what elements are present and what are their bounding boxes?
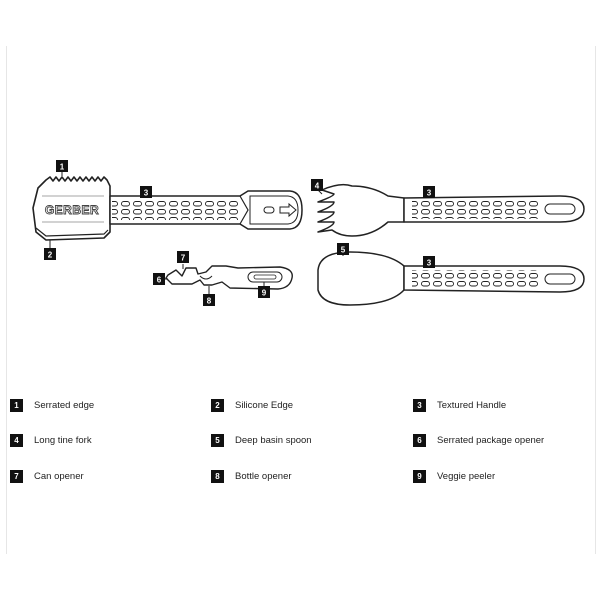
legend-item-can-opener: 7 Can opener <box>10 469 84 483</box>
legend-item-serrated-edge: 1 Serrated edge <box>10 398 94 412</box>
gerber-logo: GERBER <box>45 203 99 217</box>
svg-text:8: 8 <box>207 297 212 306</box>
legend-label: Bottle opener <box>235 470 292 482</box>
legend-item-long-tine-fork: 4 Long tine fork <box>10 433 92 447</box>
opener-tool <box>165 265 293 290</box>
svg-text:1: 1 <box>60 163 65 172</box>
spatula-tool: GERBER <box>32 176 303 241</box>
callout-9: 9 <box>258 282 270 298</box>
legend-label: Silicone Edge <box>235 399 294 411</box>
legend-number: 1 <box>10 398 23 412</box>
svg-text:9: 9 <box>262 289 267 298</box>
arrow-icon <box>279 202 297 218</box>
handle-end-cap <box>249 195 299 225</box>
diagram-frame <box>6 46 596 554</box>
handle-slot <box>263 206 275 214</box>
peeler-slot <box>247 271 283 283</box>
fork-tool <box>317 183 585 237</box>
legend-number: 5 <box>211 433 224 447</box>
spatula-head: GERBER <box>32 176 111 241</box>
callout-2: 2 <box>44 240 56 260</box>
callout-6: 6 <box>153 273 168 285</box>
legend-label: Deep basin spoon <box>235 434 312 446</box>
callout-1: 1 <box>56 160 68 176</box>
handle-texture-area <box>412 270 540 288</box>
svg-text:5: 5 <box>341 246 346 255</box>
svg-text:3: 3 <box>427 259 432 268</box>
legend-item-bottle-opener: 8 Bottle opener <box>211 469 292 483</box>
legend-number: 3 <box>413 398 426 412</box>
legend-label: Veggie peeler <box>437 470 496 482</box>
svg-text:2: 2 <box>48 251 53 260</box>
callout-3-spoon: 3 <box>423 256 435 268</box>
bottle-opener-notch <box>199 275 213 280</box>
svg-text:3: 3 <box>427 189 432 198</box>
legend-number: 6 <box>413 433 426 447</box>
callout-4: 4 <box>311 179 323 195</box>
legend-item-deep-basin-spoon: 5 Deep basin spoon <box>211 433 312 447</box>
callout-5: 5 <box>337 243 349 256</box>
spoon-tool <box>317 251 585 306</box>
legend-label: Textured Handle <box>437 399 507 411</box>
svg-text:3: 3 <box>144 189 149 198</box>
legend-label: Serrated edge <box>34 399 95 411</box>
handle-texture-area <box>412 201 540 219</box>
legend-item-textured-handle: 3 Textured Handle <box>413 398 506 412</box>
callout-3: 3 <box>140 186 152 198</box>
legend-label: Serrated package opener <box>437 434 545 446</box>
legend-item-silicone-edge: 2 Silicone Edge <box>211 398 293 412</box>
legend-number: 7 <box>10 469 23 483</box>
legend-number: 2 <box>211 398 224 412</box>
legend-number: 9 <box>413 469 426 483</box>
serrated-edge <box>32 176 111 241</box>
handle-slot <box>544 273 576 285</box>
svg-text:6: 6 <box>157 276 162 285</box>
legend-number: 4 <box>10 433 23 447</box>
callout-7: 7 <box>177 251 189 269</box>
handle-texture-area <box>112 200 238 220</box>
legend-item-veggie-peeler: 9 Veggie peeler <box>413 469 495 483</box>
fork-head <box>317 183 405 237</box>
silicone-edge <box>35 227 109 237</box>
legend-label: Long tine fork <box>34 434 92 446</box>
callout-8: 8 <box>203 286 215 306</box>
spoon-head <box>317 251 405 306</box>
callout-3-fork: 3 <box>423 186 435 198</box>
legend-item-serrated-package-opener: 6 Serrated package opener <box>413 433 544 447</box>
handle-slot <box>544 203 576 215</box>
svg-text:7: 7 <box>181 254 186 263</box>
svg-text:4: 4 <box>315 182 320 191</box>
legend-number: 8 <box>211 469 224 483</box>
legend-label: Can opener <box>34 470 84 482</box>
